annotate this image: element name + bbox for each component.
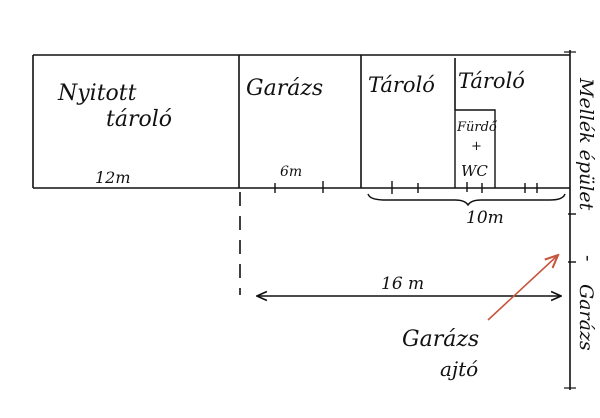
storage-left-label: Tároló: [368, 73, 435, 97]
garage-door-pointer: [487, 256, 557, 321]
open-storage-label-line2: tároló: [106, 107, 172, 132]
opening-dimension-label: 16 m: [381, 274, 424, 294]
garage-door-label-line2: ajtó: [440, 357, 478, 381]
bathroom-box: [454, 109, 496, 188]
dimension-ticks: [274, 181, 576, 263]
bathroom-label-line2: +: [471, 139, 482, 154]
open-storage-width-label: 12m: [95, 168, 131, 187]
building-outline: [32, 54, 570, 189]
side-building-label: Mellék épület: [575, 77, 597, 211]
side-garage-label: Garázs: [575, 284, 597, 351]
storage-span-label: 10m: [466, 208, 504, 228]
storage-right-label: Tároló: [458, 69, 525, 93]
garage-door-label-line1: Garázs: [402, 327, 479, 352]
side-dash-label: -: [577, 255, 599, 261]
bathroom-label-line3: WC: [461, 162, 488, 180]
open-storage-label-line1: Nyitott: [57, 81, 137, 106]
bathroom-label-line1: Fürdő: [456, 120, 498, 135]
garage-label: Garázs: [246, 76, 323, 101]
storage-span-brace: [367, 193, 566, 207]
garage-width-label: 6m: [280, 164, 302, 180]
